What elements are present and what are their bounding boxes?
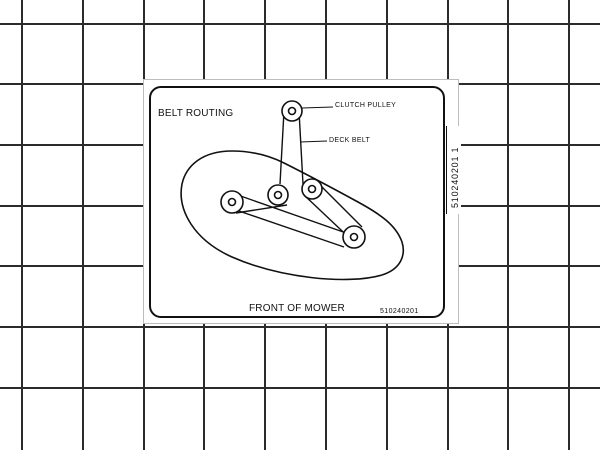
mower-deck-outline — [180, 150, 405, 281]
clutch-pulley-leader — [301, 106, 334, 109]
pulley-idler-right — [301, 178, 323, 200]
belt-routing-decal: BELT ROUTING CLUTCH PULLEY DECK BELT FRO… — [143, 79, 461, 324]
pulley-idler-center — [267, 184, 289, 206]
pulley-spindle-right — [342, 225, 366, 249]
pulley-idler-left — [220, 190, 244, 214]
side-part-code: 510240201 1 — [450, 146, 460, 208]
belt-diagram — [180, 100, 405, 281]
part-number-footer: 510240201 — [380, 308, 419, 315]
deck-belt — [231, 110, 363, 248]
decal-title: BELT ROUTING — [158, 108, 234, 119]
pulley-clutch — [281, 100, 303, 122]
front-of-mower-label: FRONT OF MOWER — [249, 303, 345, 314]
decal-border — [149, 86, 445, 318]
deck-belt-label: DECK BELT — [329, 137, 371, 144]
side-code-strip — [446, 126, 461, 214]
deck-belt-leader — [299, 140, 328, 143]
clutch-pulley-label: CLUTCH PULLEY — [335, 102, 397, 109]
